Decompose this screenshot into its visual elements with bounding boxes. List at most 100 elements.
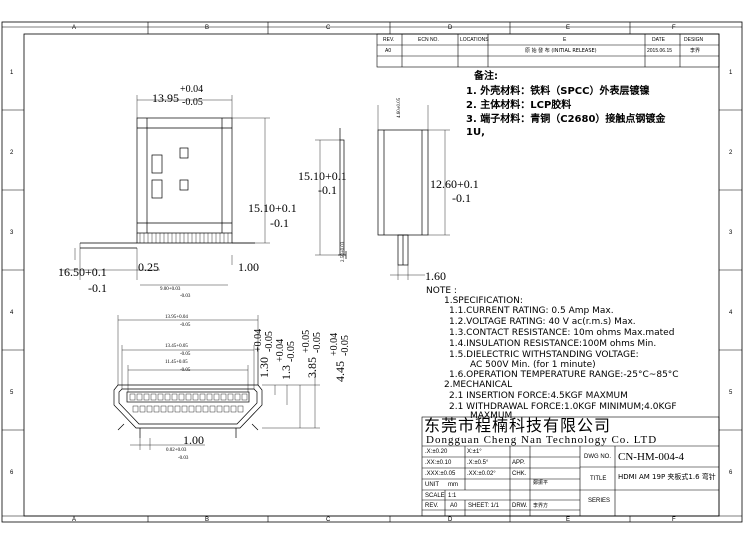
notes-cn-item-4: 1U, xyxy=(466,127,485,138)
unit-label: UNIT xyxy=(425,482,439,488)
notes-en-line-4: 1.2.VOLTAGE RATING: 40 V ac(r.m.s) Max. xyxy=(449,317,636,327)
row-label-3: 3 xyxy=(10,230,14,236)
tol-3: .XXX:±0.05 xyxy=(425,471,456,477)
notes-en-line-5: 1.3.CONTACT RESISTANCE: 10m ohms Max.mat… xyxy=(449,328,675,338)
dim-top-width-plus: +0.04 xyxy=(180,84,204,95)
col-label-e: E xyxy=(566,25,571,31)
row-label-3-right: 3 xyxy=(729,230,733,236)
col-label-a-bottom: A xyxy=(72,517,77,523)
notes-en-line-13: MAXMUM xyxy=(470,411,513,421)
dim-front-v4: 4.45 xyxy=(333,361,347,382)
col-label-b: B xyxy=(205,25,210,31)
col-label-b-bottom: B xyxy=(205,517,210,523)
rev-value-tb: A0 xyxy=(450,503,458,509)
scale-value: 1:1 xyxy=(448,493,457,499)
dim-left-length: 16.50+0.1 xyxy=(58,265,107,279)
dim-side-height-minus: -0.1 xyxy=(318,183,337,197)
dim-front-v3-tol: +0.05 -0.05 xyxy=(301,329,323,353)
title-value: HDMI AM 19P 夹板式1.6 弯针 xyxy=(618,473,716,481)
row-label-4-right: 4 xyxy=(729,310,733,316)
dim-top-width: 13.95 xyxy=(152,91,179,105)
notes-en-line-10: 2.MECHANICAL xyxy=(444,380,513,390)
dim-body-height-minus: -0.1 xyxy=(270,216,289,230)
col-label-d-bottom: D xyxy=(448,517,453,523)
dim-front-w1: 13.95+0.04 xyxy=(165,315,188,320)
dim-top-width-minus: -0.05 xyxy=(182,97,203,108)
dim-pin-span: 9.00+0.03 xyxy=(160,287,181,292)
unit-value: mm xyxy=(448,482,458,488)
notes-en-line-12: 2.1 WITHDRAWAL FORCE:1.0KGF MINIMUM;4.0K… xyxy=(449,402,677,412)
company-name-cn: 东莞市程楠科技有限公司 xyxy=(424,416,612,435)
dim-side-height: 15.10+0.1 xyxy=(298,169,347,183)
title-label: TITLE xyxy=(590,476,607,482)
dim-front-v1-tol: +0.04 -0.05 xyxy=(253,328,275,352)
row-label-4: 4 xyxy=(10,310,14,316)
drw-name: 李界方 xyxy=(533,503,549,509)
notes-cn-item-1: 1. 外壳材料：铁料（SPCC）外表层镀镍 xyxy=(466,86,650,97)
locations-header: LOCATIONS xyxy=(460,37,489,43)
drw-label: DRW. xyxy=(512,503,528,509)
dwg-no-label: DWG NO. xyxy=(584,454,611,460)
sheet-label: SHEET: 1/1 xyxy=(468,503,500,509)
dim-front-v1: 1.30 xyxy=(257,357,271,378)
company-name-en: Dongguan Cheng Nan Technology Co. LTD xyxy=(426,434,658,446)
app-label: APP. xyxy=(512,460,525,466)
dim-front-w3: 11.45+0.05 xyxy=(165,360,188,365)
dim-front-w2-minus: -0.05 xyxy=(180,352,191,357)
col-label-e-bottom: E xyxy=(566,517,571,523)
dim-bottom-small: 0.02+0.03 xyxy=(166,448,187,453)
row-label-2: 2 xyxy=(10,150,14,156)
dim-pin-span-minus: -0.03 xyxy=(180,294,191,299)
tol-1: .X:±0.20 xyxy=(425,449,448,455)
rev-header: REV. xyxy=(383,37,395,43)
dim-front-v2: 1.3 xyxy=(279,365,293,380)
rev-description: 原 始 發 布 (INITIAL RELEASE) xyxy=(525,48,597,54)
design-header: DESIGN xyxy=(684,37,704,43)
dwg-no-value: CN-HM-004-4 xyxy=(618,451,684,463)
dim-right-height: 12.60+0.1 xyxy=(430,177,479,191)
col-label-c: C xyxy=(326,25,331,31)
ang-2: .X:±0.5° xyxy=(467,460,489,466)
row-label-6-right: 6 xyxy=(729,470,733,476)
scale-label: SCALE xyxy=(425,493,445,499)
dim-right-top: 4.60±0.05 xyxy=(397,97,402,118)
col-label-a: A xyxy=(72,25,77,31)
dim-front-v2-tol: +0.04 -0.05 xyxy=(275,338,297,362)
row-label-2-right: 2 xyxy=(729,150,733,156)
rev-designer: 李界 xyxy=(690,48,701,54)
notes-cn-item-3: 3. 端子材料：青铜（C2680）接触点钢镀金 xyxy=(466,114,666,125)
dim-front-w3-minus: -0.05 xyxy=(180,368,191,373)
dim-right-pin: 1.60 xyxy=(425,269,446,283)
ang-3: .XX:±0.02° xyxy=(467,471,496,477)
dim-bottom-1: 1.00 xyxy=(183,433,204,447)
ecn-header: ECN NO. xyxy=(418,37,439,43)
dim-body-height: 15.10+0.1 xyxy=(248,201,297,215)
row-label-5: 5 xyxy=(10,390,14,396)
col-label-c-bottom: C xyxy=(326,517,331,523)
chk-label: CHK. xyxy=(512,471,527,477)
notes-en-line-1: NOTE : xyxy=(426,286,457,296)
e-header: E xyxy=(563,37,567,43)
row-label-1: 1 xyxy=(10,70,14,76)
rev-value: A0 xyxy=(385,48,392,54)
chk-name: 鄭振平 xyxy=(533,480,549,486)
dim-front-w2: 13.45+0.05 xyxy=(165,344,188,349)
notes-cn-item-2: 2. 主体材料：LCP胶料 xyxy=(466,100,572,111)
dim-front-v4-tol: +0.04 -0.05 xyxy=(329,332,351,356)
tol-2: .XX:±0.10 xyxy=(425,460,452,466)
notes-en-line-9: 1.6.OPERATION TEMPERATURE RANGE:-25°C~85… xyxy=(449,370,679,380)
row-label-6: 6 xyxy=(10,470,14,476)
dim-right-height-minus: -0.1 xyxy=(452,191,471,205)
dim-pitch: 0.25 xyxy=(138,260,159,274)
notes-en-line-7: 1.5.DIELECTRIC WITHSTANDING VOLTAGE: xyxy=(449,350,639,360)
dim-front-v3: 3.85 xyxy=(305,357,319,378)
notes-en-line-3: 1.1.CURRENT RATING: 0.5 Amp Max. xyxy=(449,306,614,316)
notes-cn-title: 备注: xyxy=(474,71,498,82)
ang-1: X:±1° xyxy=(467,449,482,455)
col-label-d: D xyxy=(448,25,453,31)
col-label-f: F xyxy=(672,25,676,31)
row-label-1-right: 1 xyxy=(729,70,733,76)
notes-en-line-2: 1.SPECIFICATION: xyxy=(444,296,523,306)
col-label-f-bottom: F xyxy=(672,517,676,523)
